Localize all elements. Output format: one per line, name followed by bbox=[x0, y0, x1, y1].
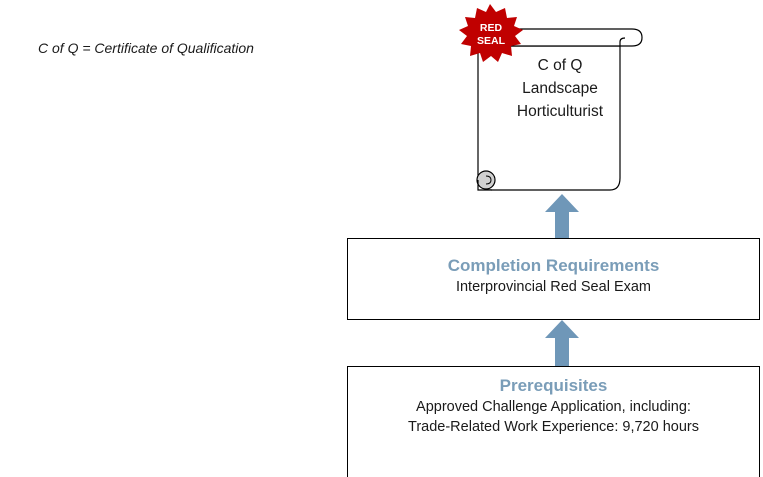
prerequisites-title: Prerequisites bbox=[499, 376, 608, 395]
prerequisites-line: Approved Challenge Application, includin… bbox=[416, 399, 691, 415]
certificate-title: C of Q Landscape Horticulturist bbox=[500, 54, 620, 123]
seal-text-red: RED bbox=[480, 22, 503, 34]
certificate-line: C of Q bbox=[537, 57, 583, 74]
scroll-curl bbox=[476, 170, 496, 190]
legend-note: C of Q = Certificate of Qualification bbox=[38, 40, 254, 56]
up-arrow-icon bbox=[545, 320, 579, 366]
completion-line: Interprovincial Red Seal Exam bbox=[455, 279, 652, 295]
certificate-line: Landscape bbox=[522, 80, 598, 97]
completion-requirements-box: Completion Requirements Interprovincial … bbox=[347, 238, 760, 320]
prerequisites-box: Prerequisites Approved Challenge Applica… bbox=[347, 366, 760, 477]
prerequisites-line: Trade-Related Work Experience: 9,720 hou… bbox=[408, 419, 699, 435]
completion-title: Completion Requirements bbox=[447, 256, 660, 275]
seal-text-seal: SEAL bbox=[477, 35, 506, 47]
certificate-line: Horticulturist bbox=[516, 103, 604, 120]
red-seal-badge bbox=[459, 4, 523, 62]
up-arrow-icon bbox=[545, 194, 579, 238]
